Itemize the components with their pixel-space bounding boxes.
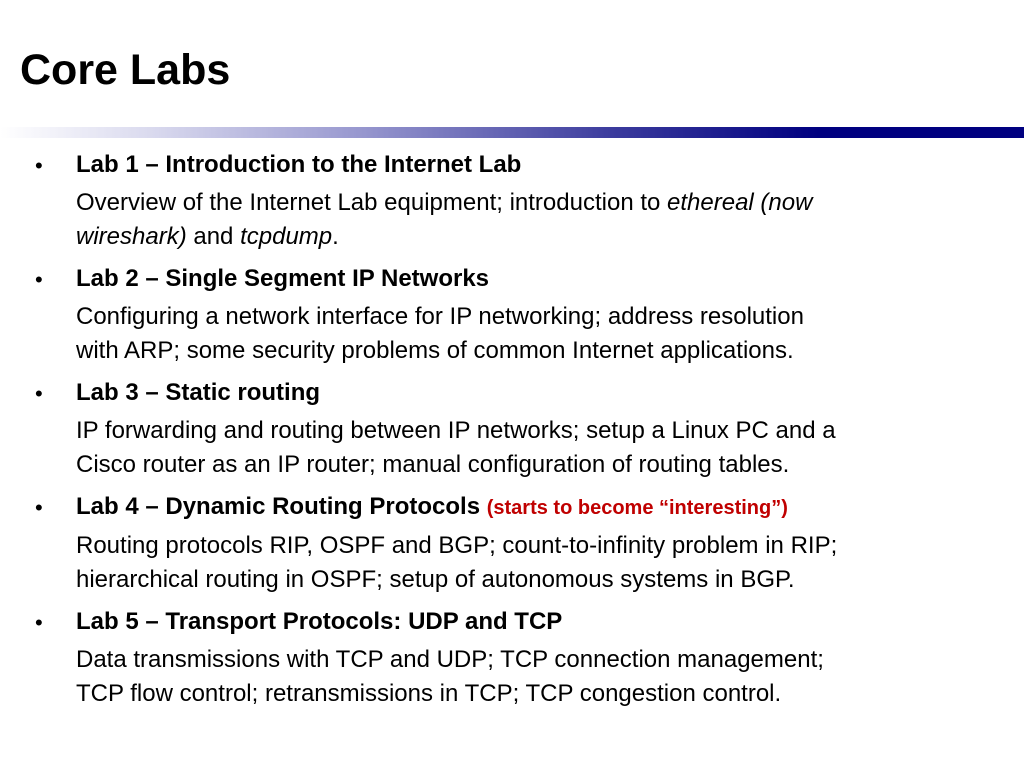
lab-heading: Lab 3 – Static routing <box>76 379 321 406</box>
lab-description: Configuring a network interface for IP n… <box>76 303 804 364</box>
title-divider <box>0 127 1024 138</box>
bullet-icon: • <box>35 495 43 520</box>
bullet-icon: • <box>35 381 43 406</box>
lab-item-4: • Lab 4 – Dynamic Routing Protocols (sta… <box>0 490 1024 597</box>
lab-description: Overview of the Internet Lab equipment; … <box>76 189 813 250</box>
bullet-icon: • <box>35 610 43 635</box>
lab-list: • Lab 1 – Introduction to the Internet L… <box>0 148 1024 719</box>
lab-description: Data transmissions with TCP and UDP; TCP… <box>76 646 824 707</box>
bullet-icon: • <box>35 267 43 292</box>
lab-heading: Lab 1 – Introduction to the Internet Lab <box>76 151 522 178</box>
lab-item-5: • Lab 5 – Transport Protocols: UDP and T… <box>0 605 1024 711</box>
lab-item-1: • Lab 1 – Introduction to the Internet L… <box>0 148 1024 254</box>
lab-heading: Lab 2 – Single Segment IP Networks <box>76 265 490 292</box>
lab-item-2: • Lab 2 – Single Segment IP Networks Con… <box>0 262 1024 368</box>
bullet-icon: • <box>35 153 43 178</box>
lab-heading: Lab 4 – Dynamic Routing Protocols (start… <box>76 493 788 520</box>
lab-description: Routing protocols RIP, OSPF and BGP; cou… <box>76 532 838 593</box>
lab-note: (starts to become “interesting”) <box>486 497 788 519</box>
lab-item-3: • Lab 3 – Static routing IP forwarding a… <box>0 376 1024 482</box>
lab-description: IP forwarding and routing between IP net… <box>76 417 836 478</box>
lab-heading: Lab 5 – Transport Protocols: UDP and TCP <box>76 608 563 635</box>
slide-title: Core Labs <box>20 46 231 94</box>
